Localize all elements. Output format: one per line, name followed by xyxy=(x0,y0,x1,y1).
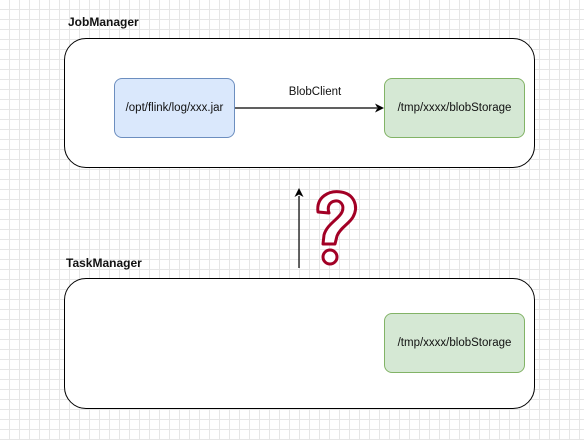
taskmanager-blobstorage-node[interactable]: /tmp/xxxx/blobStorage xyxy=(384,313,525,373)
upload-arrow xyxy=(294,188,304,268)
taskmanager-title: TaskManager xyxy=(66,256,142,270)
blobclient-label: BlobClient xyxy=(288,86,342,98)
question-mark-icon xyxy=(316,190,357,266)
jar-file-node[interactable]: /opt/flink/log/xxx.jar xyxy=(114,78,235,138)
jobmanager-blobstorage-node[interactable]: /tmp/xxxx/blobStorage xyxy=(384,78,525,138)
jobmanager-title: JobManager xyxy=(68,15,139,29)
